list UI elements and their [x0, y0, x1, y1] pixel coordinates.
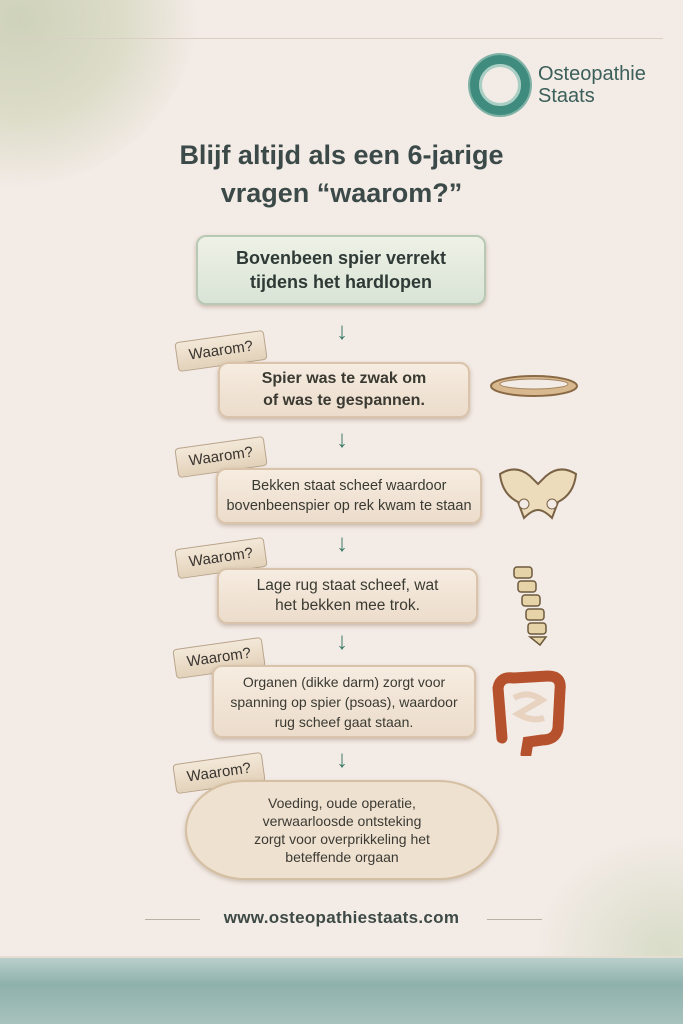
logo-line2: Staats: [538, 85, 595, 107]
intestine-icon: [492, 670, 566, 756]
title-line1: Blijf altijd als een 6-jarige: [179, 140, 504, 170]
step-line: Organen (dikke darm) zorgt voor: [242, 673, 446, 690]
divider: [145, 919, 200, 920]
arrow-down-icon: ↓: [336, 530, 348, 557]
final-line: Voeding, oude operatie,: [268, 795, 416, 811]
step-line: het bekken mee trok.: [275, 597, 420, 614]
step-line: Bekken staat scheef waardoor: [251, 478, 447, 494]
start-line1: Bovenbeen spier verrekt: [235, 248, 447, 268]
divider: [487, 919, 542, 920]
spine-icon: [513, 566, 548, 647]
final-line: verwaarloosde ontsteking: [262, 813, 422, 829]
logo-line1: Osteopathie: [538, 63, 646, 85]
step-line: Spier was te zwak om: [261, 370, 427, 387]
step-line: Lage rug staat scheef, wat: [256, 577, 439, 594]
arrow-down-icon: ↓: [336, 746, 348, 773]
website-link[interactable]: www.osteopathiestaats.com: [223, 908, 460, 927]
cloud-box: Voeding, oude operatie, verwaarloosde ont…: [185, 780, 499, 880]
logo-ring-icon: [470, 55, 530, 115]
arrow-down-icon: ↓: [336, 318, 348, 345]
step-line: spanning op spier (psoas), waardoor: [230, 693, 458, 710]
step-line: rug scheef gaat staan.: [274, 713, 414, 730]
final-line: zorgt voor overprikkeling het: [254, 831, 430, 847]
title-line2: vragen “waarom?”: [220, 178, 463, 208]
logo: Osteopathie Staats: [470, 55, 646, 115]
start-line2: tijdens het hardlopen: [249, 272, 432, 292]
step-box: Spier was te zwak om of was te gespannen.: [218, 362, 470, 418]
footer-band: [0, 956, 683, 1024]
muscle-ring-icon: [490, 375, 578, 397]
start-box: Bovenbeen spier verrekt tijdens het hardl…: [196, 235, 486, 305]
pelvis-icon: [498, 468, 578, 520]
final-line: beteffende orgaan: [285, 849, 399, 865]
step-box: Bekken staat scheef waardoor bovenbeenspi…: [216, 468, 482, 524]
step-box: Organen (dikke darm) zorgt voor spanning …: [212, 665, 476, 738]
page-title: Blijf altijd als een 6-jarige vragen “wa…: [0, 136, 683, 212]
step-box: Lage rug staat scheef, wat het bekken mee…: [217, 568, 478, 624]
step-line: bovenbeenspier op rek kwam te staan: [226, 498, 472, 514]
divider: [20, 38, 663, 39]
arrow-down-icon: ↓: [336, 628, 348, 655]
watercolor-decoration: [523, 824, 683, 964]
arrow-down-icon: ↓: [336, 426, 348, 453]
step-line: of was te gespannen.: [263, 392, 425, 409]
